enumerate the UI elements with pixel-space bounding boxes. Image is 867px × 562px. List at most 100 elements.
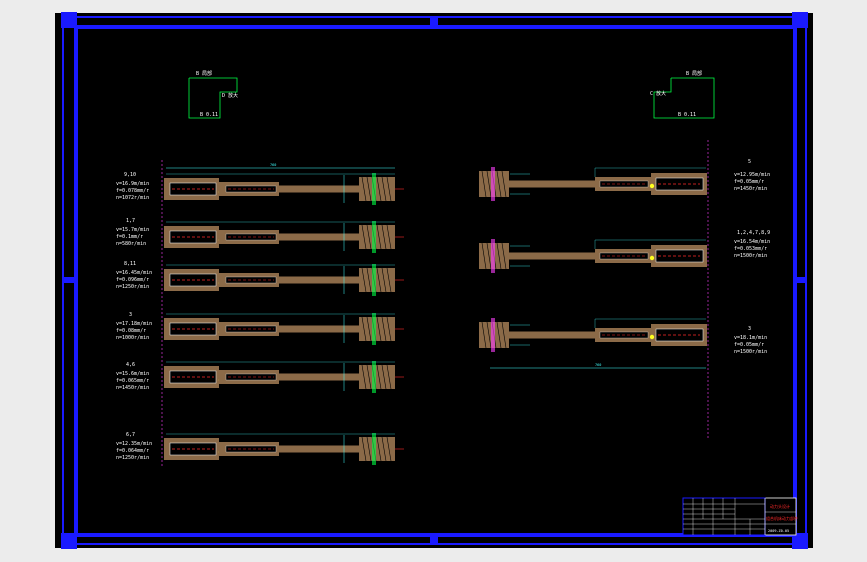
- overall-dimension-label: 760: [270, 163, 276, 167]
- gear-hub: [359, 437, 395, 461]
- detail-view-right-mid: C 放大: [650, 90, 666, 97]
- right-label-1-title: 1,2,4,7,8,9: [737, 230, 770, 236]
- gear-key: [372, 361, 376, 393]
- gear-hatch: [486, 242, 492, 270]
- gear-hatch: [381, 176, 387, 202]
- title-block-code: 2009-Z0-05: [768, 529, 789, 533]
- left-label-2-line: n=1250r/min: [116, 284, 149, 290]
- left-label-3-line: f=0.08mm/r: [116, 328, 146, 334]
- left-cylinder-group: 760: [161, 160, 404, 468]
- gear-hatch: [381, 436, 387, 462]
- right-cylinder-group: 760: [479, 140, 709, 440]
- left-label-0-line: f=0.078mm/r: [116, 188, 149, 194]
- right-label-2-line: n=1500r/min: [734, 349, 767, 355]
- gear-hatch: [361, 436, 367, 462]
- detail-view-left-top: B 局部: [196, 70, 212, 77]
- left-label-4-line: v=15.6m/min: [116, 371, 149, 377]
- gear-hub: [359, 365, 395, 389]
- gear-hatch: [366, 224, 372, 250]
- detail-view-right-top: B 局部: [686, 70, 702, 77]
- gear-hatch: [376, 364, 382, 390]
- gear-hatch: [361, 316, 367, 342]
- gear-key: [372, 313, 376, 345]
- piston-rod: [509, 180, 595, 188]
- right-label-1-line: f=0.053mm/r: [734, 246, 767, 252]
- gear-hatch: [366, 267, 372, 293]
- gear-hub: [359, 268, 395, 292]
- gear-hatch: [381, 267, 387, 293]
- right-label-2-title: 3: [748, 326, 751, 332]
- left-label-3-line: n=1000r/min: [116, 335, 149, 341]
- left-labels: 9,10 v=16.9m/min f=0.078mm/r n=1072r/min…: [116, 172, 152, 461]
- left-label-5-line: f=0.064mm/r: [116, 448, 149, 454]
- gear-hatch: [481, 321, 487, 349]
- gear-hub: [359, 225, 395, 249]
- right-cylinder-assembly: [479, 318, 707, 352]
- gear-hatch: [481, 242, 487, 270]
- corner-block-top-right: [792, 12, 808, 28]
- right-label-0-line: f=0.05mm/r: [734, 179, 764, 185]
- piston-rod: [279, 445, 359, 453]
- gear-hatch: [361, 224, 367, 250]
- gear-hub: [359, 317, 395, 341]
- corner-block-top-left: [61, 12, 77, 28]
- right-label-2-line: f=0.05mm/r: [734, 342, 764, 348]
- gear-hatch: [366, 436, 372, 462]
- gear-hatch: [501, 321, 507, 349]
- left-label-4-line: f=0.065mm/r: [116, 378, 149, 384]
- gear-key: [372, 264, 376, 296]
- right-labels: 5 v=12.95m/min f=0.05mm/r n=1450r/min 1,…: [734, 159, 770, 355]
- title-block: 动力头设计 组合机床动力部件 2009-Z0-05: [682, 497, 798, 536]
- detail-view-left: B 局部 D 放大 B 0.11: [188, 70, 238, 119]
- gear-hatch: [376, 316, 382, 342]
- left-cylinder-assembly: [164, 221, 404, 253]
- left-label-0-title: 9,10: [124, 172, 136, 178]
- left-label-5-line: v=12.35m/min: [116, 441, 152, 447]
- left-label-0-line: n=1072r/min: [116, 195, 149, 201]
- gear-hatch: [496, 170, 502, 198]
- gear-hatch: [361, 267, 367, 293]
- corner-block-bottom-right: [792, 533, 808, 549]
- piston-rod: [509, 331, 595, 339]
- piston-rod: [279, 373, 359, 381]
- left-label-4-line: n=1450r/min: [116, 385, 149, 391]
- piston-rod: [279, 233, 359, 241]
- gear-hatch: [496, 242, 502, 270]
- left-cylinder-assembly: [164, 361, 404, 393]
- piston-rod: [509, 252, 595, 260]
- gear-hatch: [496, 321, 502, 349]
- gear-key: [491, 239, 495, 273]
- gear-hatch: [381, 364, 387, 390]
- left-label-2-title: 8,11: [124, 261, 136, 267]
- left-label-5-line: n=1250r/min: [116, 455, 149, 461]
- gear-hatch: [376, 267, 382, 293]
- detail-view-left-mid: D 放大: [222, 92, 238, 99]
- left-label-3-line: v=17.18m/min: [116, 321, 152, 327]
- piston-rod: [279, 276, 359, 284]
- gear-hatch: [486, 321, 492, 349]
- center-mark-left: [62, 277, 76, 283]
- gear-key: [491, 167, 495, 201]
- gear-hatch: [386, 364, 392, 390]
- gear-hatch: [486, 170, 492, 198]
- right-label-0-line: v=12.95m/min: [734, 172, 770, 178]
- gear-hatch: [366, 364, 372, 390]
- gear-hatch: [481, 170, 487, 198]
- gear-hatch: [376, 176, 382, 202]
- piston-marker: [649, 334, 655, 340]
- right-cylinder-assembly: [479, 167, 707, 201]
- corner-block-bottom-left: [61, 533, 77, 549]
- right-label-0-title: 5: [748, 159, 751, 165]
- gear-hatch: [366, 176, 372, 202]
- right-overall-dimension-label: 760: [595, 363, 601, 367]
- gear-key: [491, 318, 495, 352]
- left-cylinder-assembly: [164, 264, 404, 296]
- gear-hatch: [376, 224, 382, 250]
- left-label-3-title: 3: [129, 312, 132, 318]
- left-cylinder-assembly: [164, 173, 404, 205]
- detail-view-right: B 局部 C 放大 B 0.11: [650, 70, 715, 119]
- gear-hatch: [501, 170, 507, 198]
- center-mark-right: [795, 277, 807, 283]
- gear-hatch: [386, 224, 392, 250]
